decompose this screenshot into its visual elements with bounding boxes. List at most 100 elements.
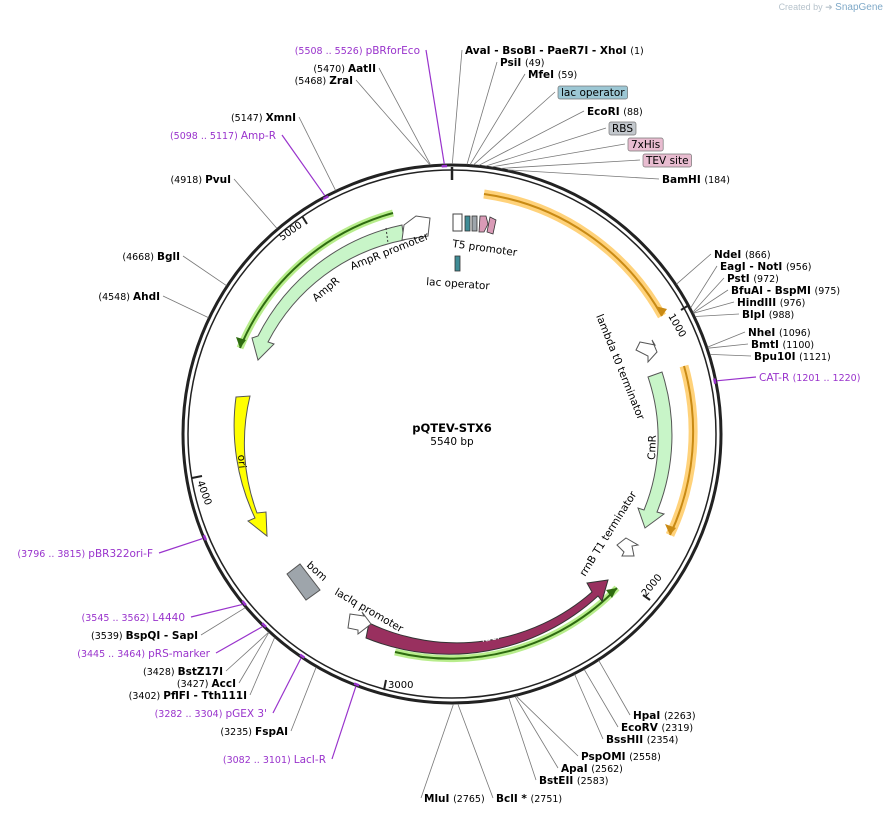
leader-line-bottom-6 (457, 703, 494, 799)
label-ori: ori (235, 454, 248, 469)
label-cmr: CmR (646, 435, 659, 460)
scale-ticks (191, 167, 690, 691)
site-label: (5470) AatII (313, 63, 376, 75)
tick-1000 (680, 304, 690, 311)
site-label: EcoRI (88) (587, 106, 643, 118)
leader-line-left-10 (238, 632, 270, 684)
site-label: NheI (1096) (748, 327, 811, 339)
his-tag-shape (478, 215, 489, 233)
site-label: (4548) AhdI (98, 291, 160, 303)
ampr-dash (385, 227, 389, 244)
outer-label-top-11: BamHI (184) (662, 174, 730, 186)
feature-box-8 (608, 121, 637, 136)
site-label: (4918) PvuI (170, 174, 231, 186)
site-label: (3402) PflFI - Tth111I (129, 690, 247, 702)
site-label: BmtI (1100) (751, 339, 814, 351)
feature-box-text-6: lac operator (561, 87, 625, 99)
site-label: BfuAI - BspMI (975) (731, 285, 840, 297)
outer-label-right-2: PstI (972) (727, 273, 779, 285)
primer-mark-left-12 (299, 653, 306, 659)
primer-mark-left-8 (261, 622, 267, 628)
outer-label-top-4: PsiI (49) (500, 57, 544, 69)
inner-features (233, 213, 673, 655)
site-label: BlpI (988) (742, 309, 794, 321)
primer-label: CAT-R (1201 .. 1220) (759, 372, 860, 384)
primer-mark-right-9 (712, 378, 717, 385)
outer-label-right-7: BmtI (1100) (751, 339, 814, 351)
outer-label-top-6: lac operator (557, 85, 628, 100)
outer-label-left-2: (4918) PvuI (170, 174, 231, 186)
snapgene-credit: Created by ➜ SnapGene (779, 2, 883, 13)
leader-line-top-0 (425, 49, 445, 165)
site-label: (3428) BstZ17I (143, 666, 223, 678)
outer-label-left-0: (5147) XmnI (231, 112, 296, 124)
outer-label-left-8: (3445 .. 3464) pRS-marker (77, 648, 210, 660)
leader-line-top-4 (466, 61, 498, 165)
tick-label-3000: 3000 (388, 680, 413, 691)
outer-label-top-9: 7xHis (627, 137, 664, 152)
leader-line-bottom-1 (583, 669, 619, 728)
primer-label: (3082 .. 3101) LacI-R (223, 754, 326, 766)
leader-line-bottom-2 (574, 674, 604, 740)
site-label: HpaI (2263) (633, 710, 696, 722)
primer-label: (3445 .. 3464) pRS-marker (77, 648, 210, 660)
leader-line-right-0 (676, 253, 712, 285)
outer-label-top-1: (5470) AatII (313, 63, 376, 75)
outer-label-left-1: (5098 .. 5117) Amp-R (170, 130, 276, 142)
leader-lines (158, 49, 757, 799)
plasmid-length: 5540 bp (430, 436, 474, 448)
cmr-shape (637, 371, 673, 529)
outer-label-left-7: (3539) BspQI - SapI (91, 630, 198, 642)
outer-label-right-1: EagI - NotI (956) (720, 261, 811, 273)
tick-5000 (301, 215, 308, 225)
outer-label-top-10: TEV site (642, 153, 692, 168)
outer-label-left-6: (3545 .. 3562) L4440 (82, 612, 185, 624)
leader-line-left-6 (190, 603, 243, 618)
outer-label-right-9: CAT-R (1201 .. 1220) (759, 372, 860, 384)
outer-ring-features (236, 189, 698, 663)
tick-label-5000: 5000 (277, 220, 304, 244)
outer-label-right-4: HindIII (976) (737, 297, 805, 309)
orf-arc-1 (483, 193, 663, 317)
leader-line-top-3 (451, 49, 463, 165)
orf-arc-2-arrowhead (665, 524, 676, 535)
leader-line-top-9 (491, 143, 626, 168)
tick-label-1000: 1000 (665, 312, 687, 340)
site-label: BclI * (2751) (496, 793, 562, 805)
outer-label-top-2: (5468) ZraI (295, 75, 353, 87)
t5-promoter-shape (452, 213, 463, 232)
leader-line-left-5 (158, 537, 204, 554)
outer-label-left-3: (4668) BglI (122, 251, 180, 263)
leader-line-left-14 (331, 686, 357, 760)
outer-label-right-0: NdeI (866) (714, 249, 771, 261)
leader-line-left-13 (290, 667, 317, 732)
leader-line-right-5 (695, 313, 740, 317)
orf-arc-3 (239, 212, 394, 349)
outer-label-right-3: BfuAI - BspMI (975) (731, 285, 840, 297)
outer-label-bottom-7: MluI (2765) (424, 793, 485, 805)
leader-line-bottom-7 (420, 703, 454, 799)
orf-arc-1-arrowhead (655, 306, 667, 316)
outer-label-top-7: EcoRI (88) (587, 106, 643, 118)
primer-label: (3545 .. 3562) L4440 (82, 612, 185, 624)
outer-label-bottom-2: BssHII (2354) (606, 734, 678, 746)
credit-prefix: Created by (778, 2, 823, 12)
outer-label-right-6: NheI (1096) (748, 327, 811, 339)
ori-shape (233, 395, 268, 538)
outer-label-left-9: (3428) BstZ17I (143, 666, 223, 678)
outer-label-bottom-0: HpaI (2263) (633, 710, 696, 722)
snapgene-logo-icon: ➜ (825, 2, 833, 12)
site-label: (3235) FspAI (220, 726, 288, 738)
leader-line-right-2 (692, 277, 725, 313)
primer-label: (3282 .. 3304) pGEX 3' (155, 708, 267, 720)
site-label: MfeI (59) (528, 69, 577, 81)
label-rrnb-terminator: rrnB T1 terminator (577, 489, 639, 579)
laci-shape (365, 579, 609, 655)
leader-line-top-10 (500, 159, 641, 169)
outer-label-top-0: (5508 .. 5526) pBRforEco (295, 45, 420, 57)
site-label: BamHI (184) (662, 174, 730, 186)
leader-line-right-6 (707, 331, 746, 348)
outer-label-top-3: AvaI - BsoBI - PaeR7I - XhoI (1) (465, 45, 644, 57)
bom-shape (286, 563, 321, 601)
leader-line-right-3 (693, 289, 729, 314)
